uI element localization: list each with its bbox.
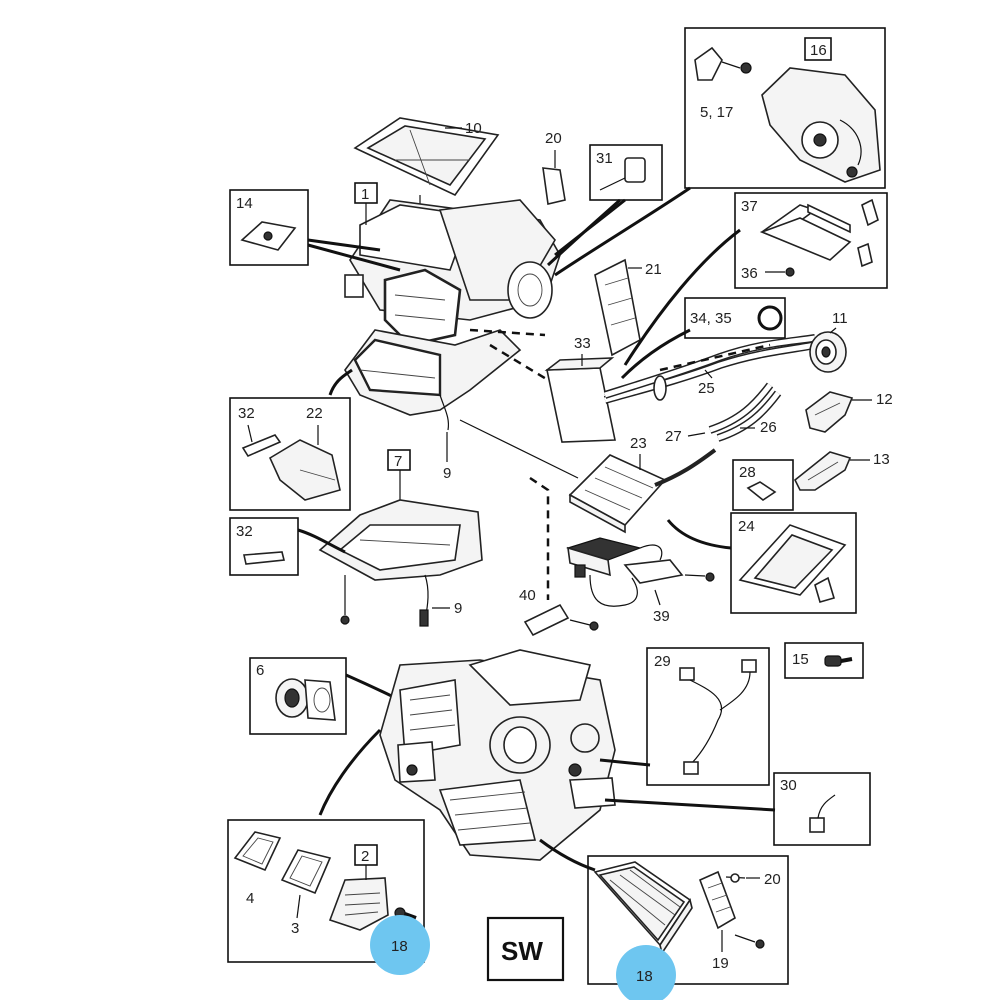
label-32a: 32 [238,405,255,422]
part-19-cover [698,870,765,949]
callout-box-32b [229,517,299,576]
part-34-35-oring [757,305,783,331]
part-13-bracket [793,451,852,491]
part-4-gasket [233,831,282,872]
label-36: 36 [741,265,758,282]
part-15-screw [824,655,853,667]
label-3: 3 [291,920,299,937]
part-10-filter-frame [353,117,500,197]
highlight-18-left [370,915,430,975]
label-33: 33 [574,335,591,352]
part-24-tray [738,524,847,603]
callout-box-19-20 [587,855,789,985]
label-4: 4 [246,890,254,907]
label-32b: 32 [236,523,253,540]
callout-box-7 [387,449,411,471]
label-34-35: 34, 35 [690,310,732,327]
part-30-sensor [809,794,836,833]
part-5-17-connector [694,46,752,81]
part-20-clip-bottom [725,873,746,883]
part-31-sensor [599,157,646,191]
label-1: 1 [361,186,369,203]
callout-box-6 [249,657,347,735]
callout-box-24 [730,512,857,614]
callout-box-28 [732,459,794,511]
callout-box-34-35 [684,297,786,339]
label-28: 28 [739,464,756,481]
label-21: 21 [645,261,662,278]
label-16: 16 [810,42,827,59]
main-hvac-housing [379,649,616,861]
label-9b: 9 [454,600,462,617]
variant-badge-box [486,916,565,982]
callout-box-37 [734,192,888,289]
label-24: 24 [738,518,755,535]
label-9a: 9 [443,465,451,482]
label-11: 11 [832,310,848,327]
evaporator-frame [383,268,462,347]
label-25: 25 [698,380,715,397]
callout-box-22 [229,397,351,511]
part-32-strip-b [243,551,285,565]
callout-box-2 [227,819,425,963]
label-10: 10 [465,120,482,137]
part-3-gasket [280,849,332,895]
label-30: 30 [780,777,797,794]
label-2: 2 [361,848,369,865]
part-28-fitting [746,481,777,501]
label-15: 15 [792,651,809,668]
label-22: 22 [306,405,323,422]
callout-box-29 [646,647,770,786]
part-6-blower [275,678,336,721]
callout-box-15 [784,642,864,679]
label-29: 29 [654,653,671,670]
part-23-evaporator [568,448,717,534]
part-22-duct [268,439,341,501]
label-40: 40 [519,587,536,604]
label-12: 12 [876,391,893,408]
part-16-actuator [761,67,881,183]
callout-box-31 [589,144,663,201]
label-13: 13 [873,451,890,468]
label-31: 31 [596,150,613,167]
part-20-top [542,167,566,205]
part-7-tray [318,499,483,627]
part-33-heater-core [544,357,616,443]
label-26: 26 [760,419,777,436]
part-11-grommet [809,331,847,373]
label-14: 14 [236,195,253,212]
label-18a: 18 [391,938,408,955]
label-19: 19 [712,955,729,972]
part-40-bracket [523,603,599,637]
label-box-16 [804,37,832,61]
label-27: 27 [665,428,682,445]
label-5-17: 5, 17 [700,104,733,121]
part-21-filter [594,258,641,357]
callout-box-14 [229,189,309,266]
label-7: 7 [394,453,402,470]
label-20a: 20 [545,130,562,147]
label-20b: 20 [764,871,781,888]
part-12-bracket [805,391,854,433]
label-18b: 18 [636,968,653,985]
part-14-clip [240,221,297,251]
callout-box-30 [773,772,871,846]
variant-badge: SW [501,936,543,966]
highlight-18-right [616,945,676,1000]
part-cabin-filter [593,861,693,955]
part-2-duct [328,877,389,931]
part-32-strip-a [241,434,282,458]
label-23: 23 [630,435,647,452]
part-29-harness [679,659,757,775]
callout-box-16 [684,27,886,189]
part-37-bracket [759,198,879,268]
part-39-module [565,537,715,607]
label-37: 37 [741,198,758,215]
label-39: 39 [653,608,670,625]
housing-lower [344,329,522,431]
label-6: 6 [256,662,264,679]
